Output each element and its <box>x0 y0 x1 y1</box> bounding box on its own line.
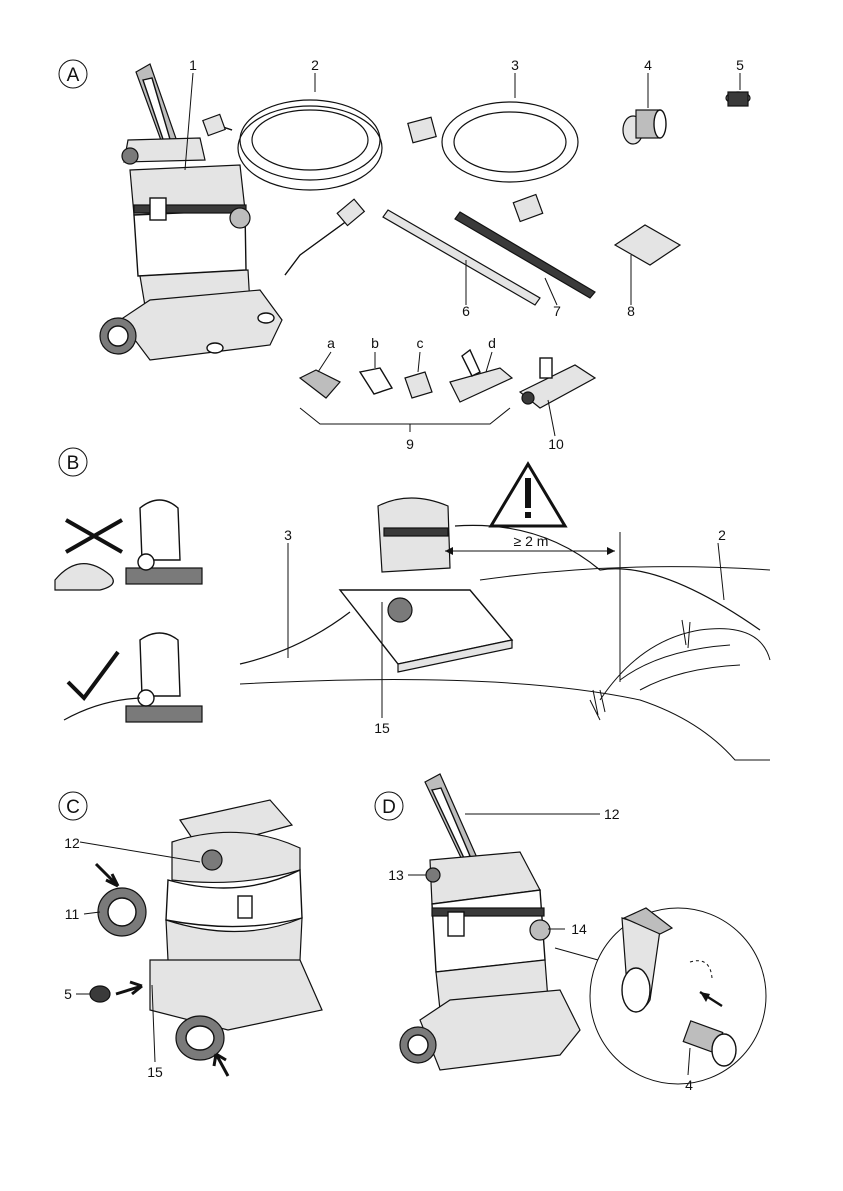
section-c-letter: C <box>66 797 80 818</box>
filter-bag-part <box>615 225 680 265</box>
label-c-12: 12 <box>64 835 80 851</box>
floor-nozzle <box>520 358 595 408</box>
label-5: 5 <box>736 57 744 73</box>
label-8: 8 <box>627 303 635 319</box>
label-10: 10 <box>548 436 564 452</box>
section-b-letter: B <box>67 453 80 474</box>
nozzle-bracket <box>300 408 510 424</box>
extension-tubes <box>383 210 595 305</box>
plug-part <box>726 92 750 106</box>
discharge-hose-coil <box>408 102 578 222</box>
section-a-letter: A <box>67 65 80 86</box>
wheel-11 <box>98 888 146 936</box>
label-b-2: 2 <box>718 527 726 543</box>
distance-label: ≥ 2 m <box>514 533 549 549</box>
correct-placement-icon <box>64 633 202 722</box>
label-b-15: 15 <box>374 720 390 736</box>
vacuum-assembly-c <box>150 800 322 1030</box>
section-a: A <box>59 57 750 452</box>
section-b: B <box>55 448 770 760</box>
label-d-13: 13 <box>388 867 404 883</box>
section-c: C 12 11 5 <box>59 792 322 1080</box>
plug-5-c <box>90 986 110 1002</box>
nozzle-set <box>300 350 512 402</box>
pond-vacuum-unit <box>100 64 282 360</box>
label-c-11: 11 <box>65 906 80 922</box>
label-6: 6 <box>462 303 470 319</box>
label-1: 1 <box>189 57 197 73</box>
label-c-15: 15 <box>147 1064 163 1080</box>
section-d: D <box>375 774 766 1093</box>
section-d-letter: D <box>382 797 396 818</box>
label-3: 3 <box>511 57 519 73</box>
pond-scene <box>240 464 770 760</box>
label-b: b <box>371 335 379 351</box>
label-d-4: 4 <box>685 1077 693 1093</box>
label-9: 9 <box>406 436 414 452</box>
label-c: c <box>417 335 424 351</box>
label-2: 2 <box>311 57 319 73</box>
hose-connector-part <box>623 110 666 144</box>
label-d: d <box>488 335 496 351</box>
label-a: a <box>327 335 335 351</box>
wrong-placement-icon <box>55 500 202 590</box>
label-4: 4 <box>644 57 652 73</box>
label-d-12: 12 <box>604 806 620 822</box>
vacuum-unit-d <box>400 774 580 1070</box>
label-7: 7 <box>553 303 561 319</box>
label-b-3: 3 <box>284 527 292 543</box>
label-d-14: 14 <box>571 921 587 937</box>
label-c-5: 5 <box>64 986 72 1002</box>
